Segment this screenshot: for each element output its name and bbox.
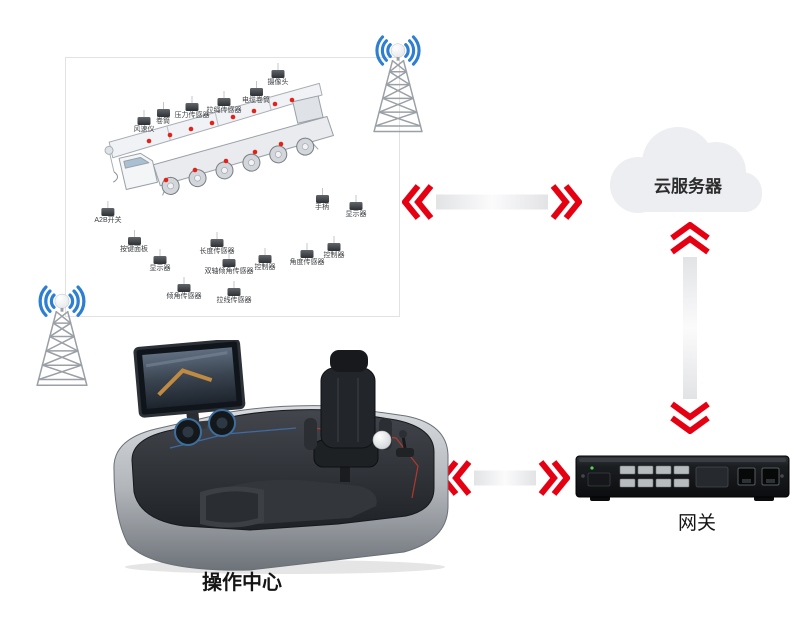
sensor-component: 拉绳传感器: [206, 91, 242, 115]
crane-chassis: [152, 115, 334, 187]
sensor-component-label: A2B开关: [94, 217, 122, 224]
gateway-device: [575, 455, 790, 501]
sensor-component-label: 倾角传感器: [166, 293, 202, 300]
sensor-component: 卷筒: [156, 102, 170, 126]
sensor-component-icon: [210, 232, 224, 247]
cloud-server-label: 云服务器: [654, 176, 723, 196]
sensor-component-icon: [217, 91, 231, 106]
console-label: 操作中心: [202, 572, 282, 594]
sensor-component-icon: [101, 201, 115, 216]
gateway-label: 网关: [677, 513, 716, 534]
sensor-component-label: 电缆卷筒: [242, 97, 270, 104]
sensor-component: 风速仪: [133, 110, 155, 134]
sensor-component-icon: [315, 188, 329, 203]
sensor-component: 手柄: [315, 188, 329, 212]
sensor-component: 角度传感器: [289, 243, 325, 267]
sensor-component: 压力传感器: [174, 96, 210, 120]
sensor-component: 长度传感器: [199, 232, 235, 256]
sensor-component-icon: [153, 249, 167, 264]
sensor-component-label: 卷筒: [156, 118, 170, 125]
console-joystick: [396, 448, 414, 457]
sensor-component-label: 显示器: [345, 211, 367, 218]
sensor-component-icon: [185, 96, 199, 111]
sensor-component-label: 拉绳传感器: [206, 107, 242, 114]
radio-tower-left: [14, 284, 110, 391]
sensor-component-label: 摄像头: [267, 79, 289, 86]
link-cloud-gateway-arrow: [670, 222, 710, 434]
sensor-component: 摄像头: [267, 63, 289, 87]
sensor-component-label: 风速仪: [133, 126, 155, 133]
sensor-component-icon: [227, 281, 241, 296]
sensor-component-icon: [222, 252, 236, 267]
sensor-component-label: 控制器: [254, 264, 276, 271]
sensor-component-label: 压力传感器: [174, 112, 210, 119]
sensor-component-icon: [258, 248, 272, 263]
sensor-component-icon: [137, 110, 151, 125]
sensor-component-label: 长度传感器: [199, 248, 235, 255]
crane-illustration: [104, 82, 334, 196]
sensor-component: 按键面板: [120, 230, 148, 254]
sensor-component-label: 按键面板: [120, 246, 148, 253]
sensor-component-icon: [249, 81, 263, 96]
sensor-component-icon: [177, 277, 191, 292]
sensor-component: 电缆卷筒: [242, 81, 270, 105]
link-sensors-cloud-arrow: [402, 184, 582, 220]
sensor-component-label: 拉线传感器: [216, 297, 252, 304]
link-console-gateway-arrow: [440, 460, 570, 496]
sensor-component: 双轴倾角传感器: [204, 252, 254, 276]
sensor-component-label: 双轴倾角传感器: [204, 268, 254, 275]
sensor-component-label: 控制器: [323, 252, 345, 259]
gateway-terminal-blocks: [619, 465, 690, 488]
sensor-component-icon: [156, 102, 170, 117]
sensor-component-icon: [327, 236, 341, 251]
cloud-server-icon: 云服务器: [610, 127, 762, 213]
sensor-component-label: 显示器: [149, 265, 171, 272]
sensor-component-icon: [127, 230, 141, 245]
sensor-component-icon: [349, 195, 363, 210]
sensor-component: 显示器: [149, 249, 171, 273]
console-monitor: [133, 340, 246, 431]
sensor-component: 拉线传感器: [216, 281, 252, 305]
sensor-component-icon: [271, 63, 285, 78]
console-dome: [372, 430, 392, 450]
sensor-component-icon: [300, 243, 314, 258]
crane-wheels: [161, 137, 315, 195]
operator-console: [113, 340, 449, 574]
sensor-component-label: 手柄: [315, 204, 329, 211]
sensor-component: 控制器: [323, 236, 345, 260]
sensor-component: 显示器: [345, 195, 367, 219]
sensor-component: A2B开关: [94, 201, 122, 225]
sensor-component: 控制器: [254, 248, 276, 272]
sensor-component: 倾角传感器: [166, 277, 202, 301]
sensor-component-label: 角度传感器: [289, 259, 325, 266]
gateway-led: [590, 466, 594, 470]
radio-tower-top: [352, 34, 444, 137]
